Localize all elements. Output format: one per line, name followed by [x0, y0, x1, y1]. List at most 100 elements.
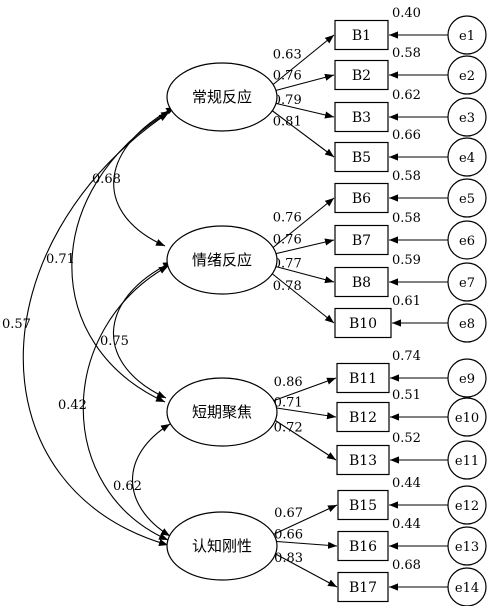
indicator-box	[334, 224, 389, 256]
loading-arrow	[269, 34, 335, 88]
latent-factor-l1: 常规反应	[166, 62, 278, 132]
r-squared-value: 0.62	[392, 88, 421, 103]
loading-b2: 0.76	[269, 68, 335, 93]
r-squared-value: 0.59	[392, 253, 421, 268]
indicator-box	[334, 59, 389, 91]
correlation-value-l3-l4: 0.62	[113, 479, 142, 494]
correlation-value-l1-l3: 0.71	[46, 252, 75, 267]
loading-arrow	[269, 264, 335, 284]
loading-value: 0.79	[273, 93, 302, 108]
indicator-b16: B16 0.44	[337, 517, 421, 562]
loading-arrow	[269, 238, 335, 256]
r-squared-value: 0.66	[392, 128, 421, 143]
latent-ellipse	[166, 225, 278, 295]
latent-ellipse	[166, 62, 278, 132]
indicator-box	[337, 489, 389, 521]
r-squared-value: 0.61	[392, 294, 421, 309]
latent-factors: 常规反应 情绪反应 短期聚焦 认知刚性	[166, 62, 278, 581]
indicator-b7: B70.58	[334, 211, 421, 256]
indicator-b8: B8 0.59	[334, 253, 421, 298]
factor-loadings: 0.630.760.790.810.760.760.770.780.860.71…	[269, 34, 338, 588]
error-label: e10	[455, 411, 479, 426]
loading-value: 0.76	[273, 68, 302, 83]
r-squared-value: 0.44	[392, 476, 421, 491]
loading-value: 0.83	[274, 551, 303, 566]
r-squared-value: 0.40	[392, 6, 421, 21]
loading-b3: 0.79	[269, 93, 335, 119]
indicator-label: B11	[349, 371, 377, 387]
loading-value: 0.76	[273, 211, 302, 226]
error-term-e3: e3	[389, 97, 487, 137]
indicator-label: B2	[352, 68, 371, 84]
latent-factor-l4: 认知刚性	[166, 511, 278, 581]
error-label: e14	[455, 581, 479, 596]
loading-arrow	[269, 416, 337, 461]
loading-b5: 0.81	[269, 108, 335, 158]
latent-label: 情绪反应	[192, 251, 252, 269]
indicator-label: B6	[352, 191, 371, 207]
correlation-value-l2-l3: 0.75	[100, 334, 129, 349]
error-label: e12	[455, 499, 479, 514]
indicator-box	[334, 307, 392, 339]
indicator-label: B16	[349, 539, 377, 555]
loading-value: 0.67	[274, 506, 303, 521]
loading-value: 0.71	[274, 396, 303, 411]
latent-factor-l3: 短期聚焦	[166, 377, 278, 447]
loading-b6: 0.76	[269, 197, 335, 251]
error-label: e13	[455, 540, 479, 555]
loading-value: 0.66	[274, 527, 303, 542]
loading-arrow	[269, 377, 337, 403]
loading-arrow	[269, 197, 335, 251]
indicator-box	[336, 444, 390, 476]
error-label: e8	[459, 317, 475, 332]
loading-b1: 0.63	[269, 34, 335, 88]
loading-arrow	[269, 271, 335, 324]
loading-b10: 0.78	[269, 271, 335, 324]
indicator-label: B10	[349, 316, 377, 332]
r-squared-value: 0.58	[392, 46, 421, 61]
error-label: e1	[459, 29, 475, 44]
r-squared-value: 0.44	[392, 517, 421, 532]
error-label: e6	[459, 234, 475, 249]
loading-b16: 0.66	[269, 527, 338, 549]
loading-b8: 0.77	[269, 257, 335, 284]
indicator-box	[337, 530, 389, 562]
error-term-e9: e9	[390, 358, 487, 398]
indicator-box	[334, 101, 389, 133]
loading-value: 0.77	[273, 257, 302, 272]
error-label: e4	[459, 151, 475, 166]
loading-arrow	[269, 406, 337, 420]
loading-value: 0.81	[273, 115, 302, 130]
correlation-value-l1-l2: 0.68	[92, 172, 121, 187]
r-squared-value: 0.58	[392, 169, 421, 184]
correlation-arc-l1-l4	[22, 112, 169, 546]
r-squared-value: 0.68	[392, 558, 421, 573]
error-label: e9	[459, 372, 475, 387]
loading-arrow	[269, 101, 335, 119]
indicator-label: B8	[352, 275, 371, 291]
r-squared-value: 0.74	[392, 349, 421, 364]
indicator-label: B5	[352, 150, 371, 166]
loading-b7: 0.76	[269, 232, 335, 256]
r-squared-value: 0.51	[392, 388, 421, 403]
indicator-box	[336, 362, 390, 394]
loading-value: 0.76	[273, 232, 302, 247]
indicator-b6: B6 0.58	[334, 169, 421, 214]
indicator-b1: B10.40	[334, 6, 421, 51]
error-label: e7	[459, 276, 475, 291]
latent-label: 认知刚性	[192, 537, 252, 555]
error-label: e11	[455, 454, 479, 469]
loading-arrow	[269, 504, 338, 537]
latent-label: 常规反应	[192, 88, 252, 106]
indicator-box	[334, 19, 389, 51]
loading-b15: 0.67	[269, 504, 338, 537]
indicator-label: B3	[352, 110, 371, 126]
indicator-b11: B11 0.74	[336, 349, 421, 394]
correlation-arc-l2-l4	[82, 265, 169, 541]
loading-b12: 0.71	[269, 396, 337, 420]
latent-label: 短期聚焦	[192, 403, 252, 421]
